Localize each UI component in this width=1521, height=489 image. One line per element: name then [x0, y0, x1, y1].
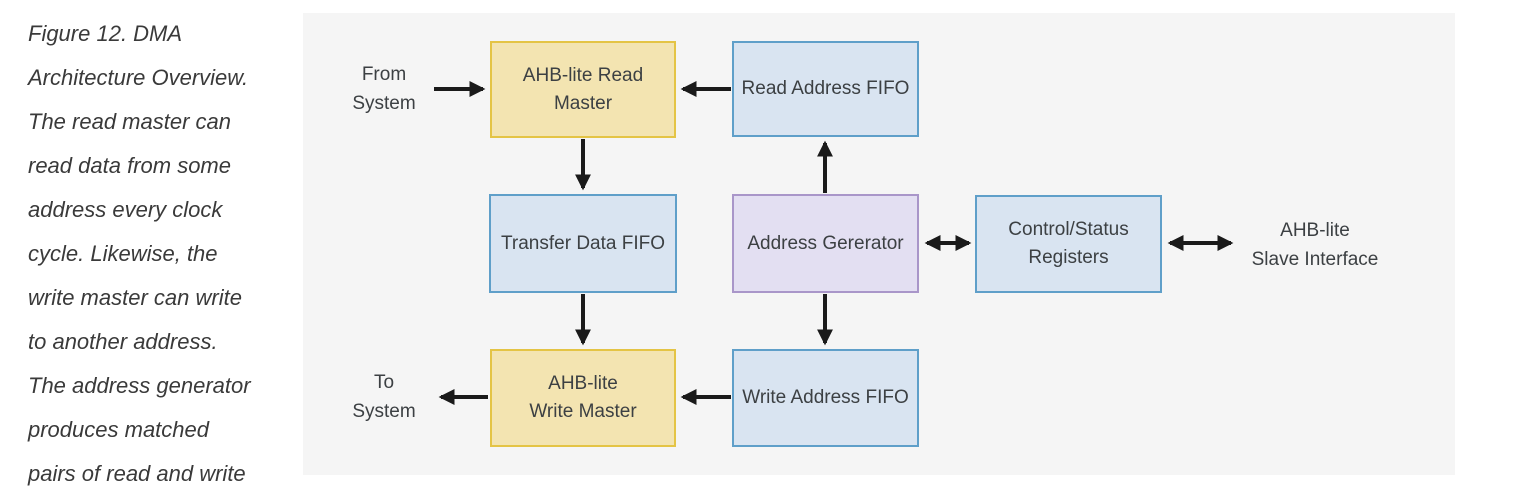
label-to-system: To System	[352, 372, 416, 422]
block-transfer-data-fifo: Transfer Data FIFO	[489, 194, 677, 293]
block-write-address-fifo: Write Address FIFO	[732, 349, 919, 447]
label-from-system: From System	[352, 64, 416, 114]
block-read-address-fifo: Read Address FIFO	[732, 41, 919, 137]
block-ahb-lite-read-master: AHB-lite Read Master	[490, 41, 676, 138]
block-address-generator: Address Gererator	[732, 194, 919, 293]
figure-caption: Figure 12. DMA Architecture Overview. Th…	[28, 21, 251, 486]
block-ahb-lite-write-master: AHB-lite Write Master	[490, 349, 676, 447]
block-control-status-registers: Control/Status Registers	[975, 195, 1162, 293]
label-ahb-lite-slave-interface: AHB-lite Slave Interface	[1251, 220, 1379, 270]
